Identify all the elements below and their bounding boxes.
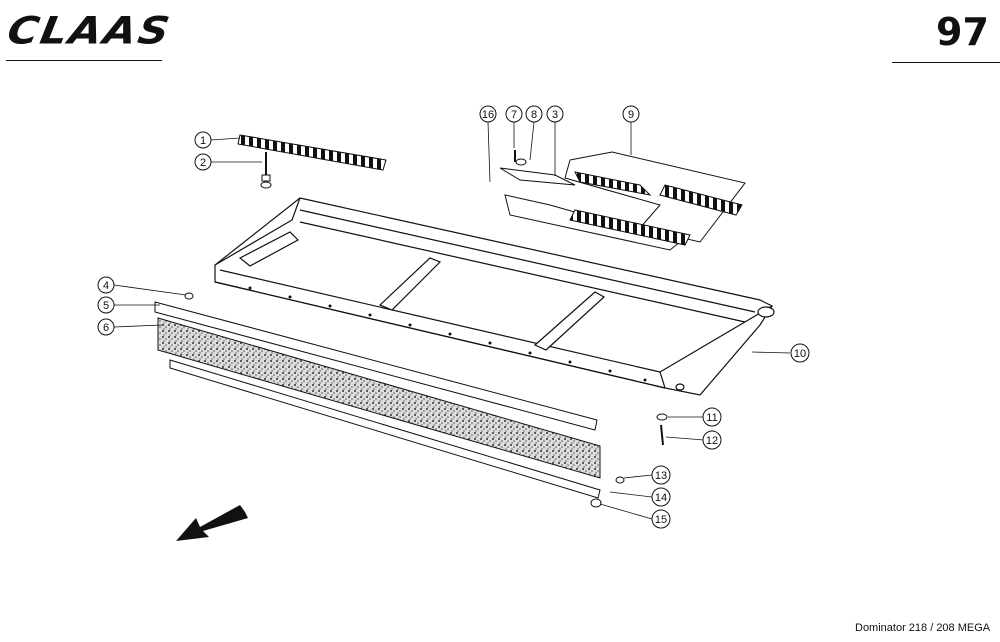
svg-text:5: 5 — [103, 300, 109, 312]
callout-15: 15 — [651, 509, 671, 529]
svg-text:10: 10 — [794, 348, 806, 360]
callout-14: 14 — [651, 487, 671, 507]
callout-4: 4 — [97, 276, 115, 294]
svg-text:1: 1 — [200, 135, 206, 147]
callout-7: 7 — [505, 105, 523, 123]
fasteners — [184, 292, 668, 508]
svg-text:11: 11 — [706, 412, 717, 424]
svg-text:7: 7 — [511, 109, 517, 121]
callout-5: 5 — [97, 296, 115, 314]
svg-text:8: 8 — [531, 109, 537, 121]
header-rule-right — [892, 62, 1000, 63]
callout-8: 8 — [525, 105, 543, 123]
callout-11: 11 — [702, 407, 722, 427]
callout-9: 9 — [622, 105, 640, 123]
callout-3: 3 — [546, 105, 564, 123]
svg-text:14: 14 — [655, 492, 667, 504]
svg-text:3: 3 — [552, 109, 558, 121]
part-front-plate — [154, 301, 598, 431]
svg-text:6: 6 — [103, 322, 109, 334]
part-concave-section — [499, 150, 746, 251]
callout-1: 1 — [194, 131, 212, 149]
callout-12: 12 — [702, 430, 722, 450]
part-main-frame — [214, 197, 775, 396]
part-rasp-bar — [237, 134, 387, 171]
svg-text:15: 15 — [655, 514, 667, 526]
direction-arrow — [176, 505, 248, 541]
part-bolt-nut-small — [260, 152, 272, 189]
svg-text:12: 12 — [706, 435, 718, 447]
callout-13: 13 — [651, 465, 671, 485]
callout-10: 10 — [790, 343, 810, 363]
callout-2: 2 — [194, 153, 212, 171]
svg-text:4: 4 — [103, 280, 109, 292]
model-footer: Dominator 218 / 208 MEGA — [855, 622, 991, 634]
callout-6: 6 — [97, 318, 115, 336]
part-brush-strip — [157, 317, 601, 499]
svg-text:16: 16 — [482, 109, 494, 121]
svg-text:9: 9 — [628, 109, 634, 121]
header-rule-left — [6, 60, 162, 61]
svg-text:13: 13 — [655, 470, 667, 482]
leader-lines — [113, 121, 791, 520]
svg-text:2: 2 — [200, 157, 206, 169]
page-number: 97 — [936, 10, 989, 54]
callout-16: 16 — [479, 105, 497, 123]
